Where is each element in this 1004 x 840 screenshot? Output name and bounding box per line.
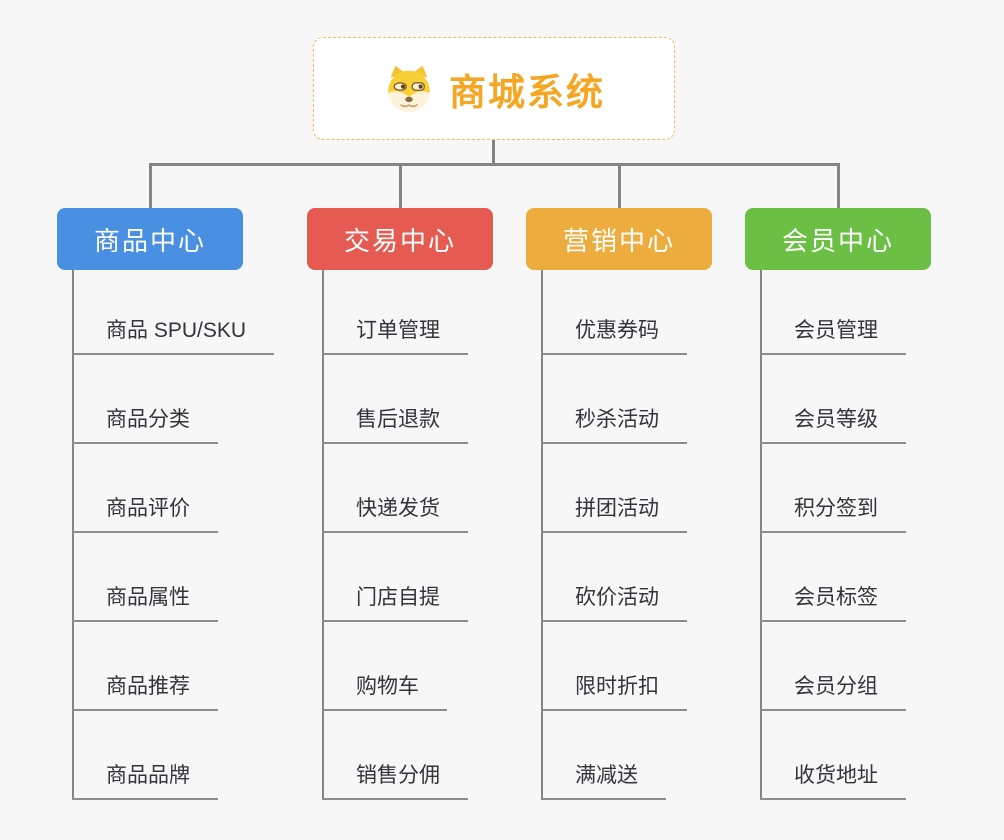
leaf-item[interactable]: 商品属性 xyxy=(72,584,218,622)
branch-drop-line xyxy=(837,163,840,208)
leaf-item[interactable]: 优惠券码 xyxy=(541,317,687,355)
leaf-item[interactable]: 拼团活动 xyxy=(541,495,687,533)
branch-items-trade: 订单管理售后退款快递发货门店自提购物车销售分佣 xyxy=(322,270,562,800)
branch-items-product: 商品 SPU/SKU 商品分类商品评价商品属性商品推荐商品品牌 xyxy=(72,270,312,800)
leaf-item[interactable]: 商品评价 xyxy=(72,495,218,533)
leaf-item[interactable]: 会员标签 xyxy=(760,584,906,622)
leaf-item[interactable]: 收货地址 xyxy=(760,762,906,800)
leaf-item[interactable]: 会员等级 xyxy=(760,406,906,444)
branch-marketing-center[interactable]: 营销中心 xyxy=(526,208,712,270)
branch-label: 营销中心 xyxy=(562,225,675,256)
branch-drop-line xyxy=(618,163,621,208)
leaf-item[interactable]: 订单管理 xyxy=(322,317,468,355)
leaf-item[interactable]: 砍价活动 xyxy=(541,584,687,622)
branch-label: 商品中心 xyxy=(93,225,206,256)
root-connector-line xyxy=(492,140,495,166)
leaf-item[interactable]: 积分签到 xyxy=(760,495,906,533)
branch-items-member: 会员管理会员等级积分签到会员标签会员分组收货地址 xyxy=(760,270,1000,800)
leaf-item[interactable]: 售后退款 xyxy=(322,406,468,444)
branch-bus-line xyxy=(149,163,840,166)
leaf-item[interactable]: 门店自提 xyxy=(322,584,468,622)
branch-product-center[interactable]: 商品中心 xyxy=(57,208,243,270)
branch-drop-line xyxy=(149,163,152,208)
leaf-item[interactable]: 商品分类 xyxy=(72,406,218,444)
root-node[interactable]: 商城系统 xyxy=(313,37,675,140)
branch-label: 会员中心 xyxy=(781,225,894,256)
leaf-item[interactable]: 快递发货 xyxy=(322,495,468,533)
leaf-item[interactable]: 商品品牌 xyxy=(72,762,218,800)
dog-face-icon xyxy=(383,65,435,113)
branch-label: 交易中心 xyxy=(343,225,456,256)
leaf-item[interactable]: 销售分佣 xyxy=(322,762,468,800)
leaf-item[interactable]: 商品推荐 xyxy=(72,673,218,711)
branch-member-center[interactable]: 会员中心 xyxy=(745,208,931,270)
leaf-item[interactable]: 会员管理 xyxy=(760,317,906,355)
branch-trade-center[interactable]: 交易中心 xyxy=(307,208,493,270)
leaf-item[interactable]: 购物车 xyxy=(322,673,447,711)
leaf-item[interactable]: 满减送 xyxy=(541,762,666,800)
leaf-item[interactable]: 会员分组 xyxy=(760,673,906,711)
branch-drop-line xyxy=(399,163,402,208)
leaf-item[interactable]: 秒杀活动 xyxy=(541,406,687,444)
branch-items-marketing: 优惠券码秒杀活动拼团活动砍价活动限时折扣满减送 xyxy=(541,270,781,800)
leaf-item[interactable]: 限时折扣 xyxy=(541,673,687,711)
root-title: 商城系统 xyxy=(449,71,605,113)
leaf-item[interactable]: 商品 SPU/SKU xyxy=(72,317,275,355)
